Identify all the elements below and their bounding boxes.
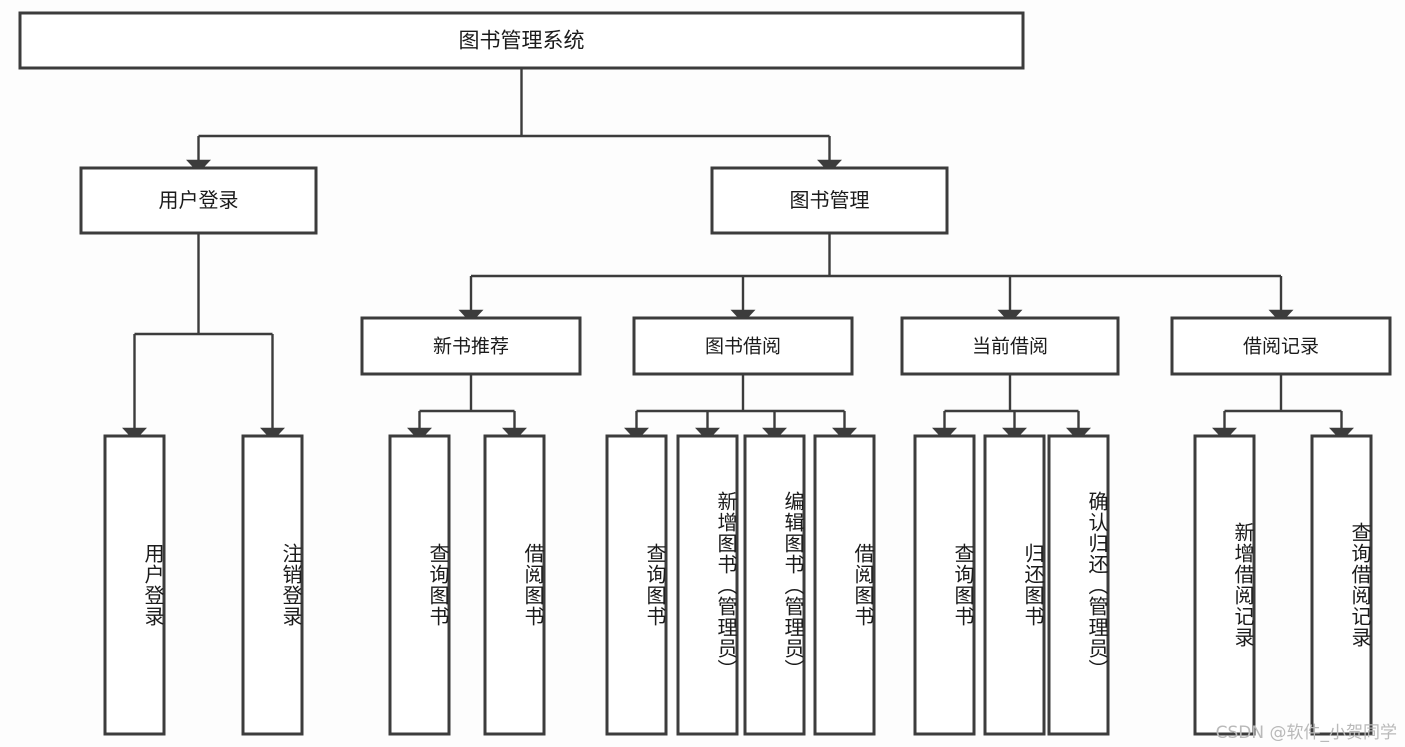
node-rect-borrow-record <box>1170 316 1392 376</box>
node-rect-leaf-user-logout <box>241 434 304 736</box>
node-label-borrow-record: 借阅记录 <box>1243 336 1319 358</box>
node-leaf-borrow-book-1[interactable] <box>483 434 546 736</box>
node-leaf-borrow-book-2[interactable] <box>813 434 876 736</box>
node-rect-leaf-borrow-book-1 <box>483 434 546 736</box>
node-rect-book-manage <box>710 166 949 235</box>
node-rect-root <box>18 11 1025 70</box>
node-rect-leaf-add-book <box>676 434 739 736</box>
node-leaf-edit-book[interactable] <box>743 434 806 736</box>
node-book-borrow[interactable]: 图书借阅 <box>632 316 854 376</box>
node-label-user-login: 用户登录 <box>159 188 239 212</box>
connector-lines <box>122 68 1354 442</box>
node-leaf-query-book-1[interactable] <box>388 434 451 736</box>
node-leaf-query-record[interactable] <box>1310 434 1373 736</box>
node-rect-leaf-edit-book <box>743 434 806 736</box>
node-rect-book-borrow <box>632 316 854 376</box>
node-leaf-query-book-2[interactable] <box>605 434 668 736</box>
node-leaf-confirm-return[interactable] <box>1047 434 1110 736</box>
node-rect-leaf-query-book-2 <box>605 434 668 736</box>
node-new-book-recommend[interactable]: 新书推荐 <box>360 316 582 376</box>
node-rect-leaf-add-record <box>1193 434 1256 736</box>
node-book-manage[interactable]: 图书管理 <box>710 166 949 235</box>
node-leaf-user-logout[interactable] <box>241 434 304 736</box>
node-user-login[interactable]: 用户登录 <box>79 166 318 235</box>
node-leaf-add-book[interactable] <box>676 434 739 736</box>
node-rect-leaf-confirm-return <box>1047 434 1110 736</box>
node-rect-leaf-query-book-1 <box>388 434 451 736</box>
node-rect-leaf-borrow-book-2 <box>813 434 876 736</box>
node-leaf-add-record[interactable] <box>1193 434 1256 736</box>
node-label-book-manage: 图书管理 <box>790 188 870 212</box>
node-borrow-record[interactable]: 借阅记录 <box>1170 316 1392 376</box>
node-label-root: 图书管理系统 <box>459 29 585 53</box>
node-leaf-return-book[interactable] <box>983 434 1046 736</box>
node-rect-leaf-query-book-3 <box>913 434 976 736</box>
node-rect-leaf-user-login <box>103 434 166 736</box>
node-rect-user-login <box>79 166 318 235</box>
node-label-book-borrow: 图书借阅 <box>705 336 781 358</box>
node-label-current-borrow: 当前借阅 <box>972 336 1048 358</box>
node-rect-current-borrow <box>900 316 1120 376</box>
node-current-borrow[interactable]: 当前借阅 <box>900 316 1120 376</box>
node-root[interactable]: 图书管理系统 <box>18 11 1025 70</box>
node-leaf-query-book-3[interactable] <box>913 434 976 736</box>
node-rect-leaf-query-record <box>1310 434 1373 736</box>
node-label-new-book-recommend: 新书推荐 <box>433 336 509 358</box>
node-rect-leaf-return-book <box>983 434 1046 736</box>
node-leaf-user-login[interactable] <box>103 434 166 736</box>
node-rect-new-book-recommend <box>360 316 582 376</box>
